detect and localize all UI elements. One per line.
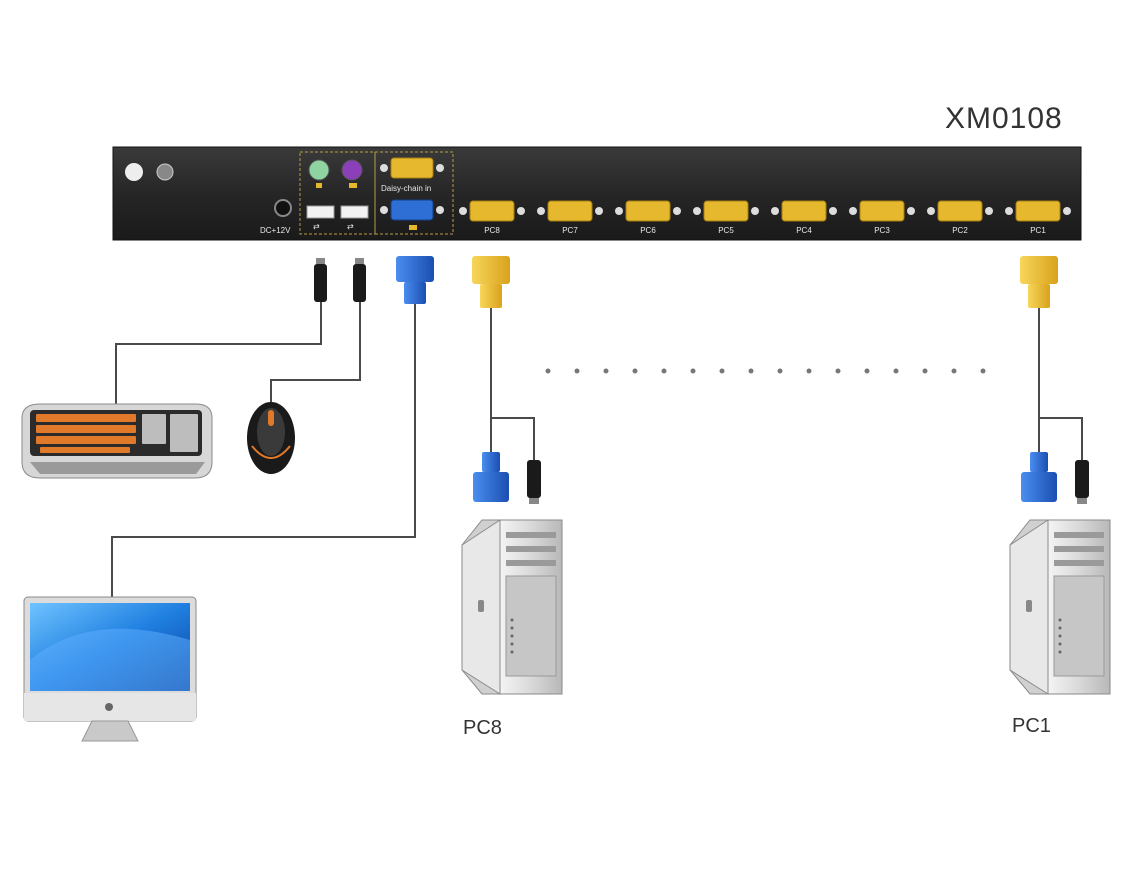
daisy-chain-label: Daisy-chain in: [381, 184, 431, 193]
mouse-icon: [247, 402, 295, 474]
vga-plug-icon: [396, 256, 434, 282]
vga-port-pc2: PC2: [927, 200, 993, 235]
monitor-icon: [23, 596, 197, 742]
ps2-keyboard-port-icon: [308, 159, 330, 181]
pc1-assembly: [1009, 256, 1111, 695]
console-vga-port-icon: [390, 199, 434, 221]
port-label-pc6: PC6: [640, 226, 656, 235]
port-label-pc8: PC8: [484, 226, 500, 235]
port-label-pc1: PC1: [1030, 226, 1046, 235]
port-label-pc4: PC4: [796, 226, 812, 235]
svg-text:⇄: ⇄: [313, 222, 320, 231]
dc-jack-icon: [274, 199, 292, 217]
computer-tower-icon: [1009, 519, 1111, 695]
console-cables: [111, 256, 434, 597]
port-label-pc5: PC5: [718, 226, 734, 235]
ellipsis-dots: [545, 368, 986, 374]
usb-plug-icon: [314, 264, 327, 302]
power-label: DC+12V: [260, 226, 291, 235]
pc1-label: PC1: [1012, 715, 1051, 737]
ground-screw-icon: [156, 163, 174, 181]
vga-plug-icon: [1020, 256, 1058, 308]
vga-plug-icon: [473, 452, 509, 502]
svg-text:⇄: ⇄: [347, 222, 354, 231]
power-button-icon: [125, 163, 143, 181]
usb-plug-icon: [1075, 460, 1089, 504]
port-label-pc2: PC2: [952, 226, 968, 235]
usb-port-1-icon: [306, 205, 335, 219]
usb-port-2-icon: [340, 205, 369, 219]
vga-port-pc4: PC4: [771, 200, 837, 235]
vga-port-pc8: PC8: [459, 200, 525, 235]
vga-port-pc7: PC7: [537, 200, 603, 235]
computer-tower-icon: [461, 519, 563, 695]
vga-plug-icon: [1021, 452, 1057, 502]
kvm-switch-panel: DC+12V ⇄ ⇄ Daisy-chain in PC8 PC7 PC6 PC5 PC…: [112, 146, 1082, 241]
model-title: XM0108: [945, 102, 1063, 135]
vga-port-pc3: PC3: [849, 200, 915, 235]
keyboard-icon: [21, 403, 213, 479]
usb-plug-icon: [527, 460, 541, 504]
pc8-label: PC8: [463, 717, 502, 739]
vga-port-pc5: PC5: [693, 200, 759, 235]
pc8-assembly: [461, 256, 563, 695]
port-label-pc3: PC3: [874, 226, 890, 235]
ps2-mouse-port-icon: [341, 159, 363, 181]
usb-plug-icon: [353, 264, 366, 302]
port-label-pc7: PC7: [562, 226, 578, 235]
vga-port-pc6: PC6: [615, 200, 681, 235]
daisy-chain-port-icon: [390, 157, 434, 179]
vga-port-pc1: PC1: [1005, 200, 1071, 235]
vga-plug-icon: [472, 256, 510, 308]
